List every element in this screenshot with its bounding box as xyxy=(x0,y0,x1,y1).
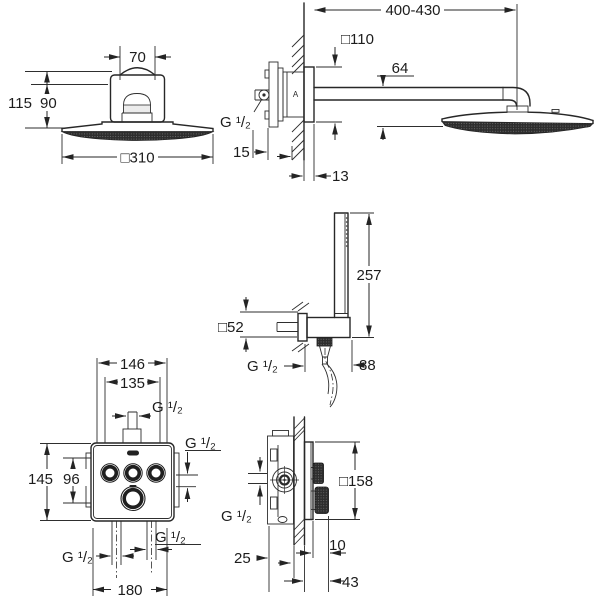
shower-arm xyxy=(313,86,531,113)
dim-88: 88 xyxy=(351,340,376,374)
dim-110: □110 xyxy=(316,31,374,140)
ceiling-mount xyxy=(109,67,166,123)
trim-plate-edge xyxy=(303,441,329,521)
dim-label-310: □310 xyxy=(120,150,154,167)
valve-marking-label: A xyxy=(293,90,299,99)
dim-label-180: 180 xyxy=(117,582,142,599)
hose-connector xyxy=(316,337,338,408)
wall-holder xyxy=(276,301,351,353)
dim-25: 25 xyxy=(234,550,291,567)
thread-label: G ¹/₂ xyxy=(155,529,186,546)
dim-label-plate-110: □110 xyxy=(341,31,374,48)
dim-label-64: 64 xyxy=(392,60,409,77)
dim-310: □310 xyxy=(61,134,214,167)
thread-callout-bottom-left: G ¹/₂ xyxy=(62,549,134,566)
thermostat-knob xyxy=(120,485,146,512)
view-trim-front: 146 135 G ¹/₂ G ¹/₂ 145 96 xyxy=(25,356,221,599)
dim-label-257: 257 xyxy=(356,267,381,284)
dim-180: 180 xyxy=(92,528,168,599)
dim-label-90: 90 xyxy=(40,95,57,112)
dim-115-90: 115 90 xyxy=(5,71,112,129)
dim-label-400-430: 400-430 xyxy=(385,2,440,19)
dim-400-430: 400-430 xyxy=(314,2,518,110)
thread-callout: G ¹/₂ xyxy=(247,344,306,375)
concealed-valve-body xyxy=(267,430,299,525)
trim-plate xyxy=(90,442,175,522)
spray-face xyxy=(60,131,215,141)
wall-section xyxy=(291,2,305,161)
dim-146: 146 xyxy=(96,356,168,443)
dim-64: 64 xyxy=(377,60,443,140)
dim-43: 43 xyxy=(284,574,359,591)
wall-section xyxy=(293,416,306,546)
dim-257: 257 xyxy=(350,212,388,338)
dim-70: 70 xyxy=(104,46,171,80)
dim-13: 13 xyxy=(289,124,349,185)
dim-label-70: 70 xyxy=(129,49,146,66)
thermostat-knob-edge xyxy=(314,486,329,514)
view-hand-shower: 257 □52 G ¹/₂ 88 xyxy=(218,212,388,408)
thread-callout-bottom-right: G ¹/₂ xyxy=(130,529,201,553)
view-trim-side: □158 G ¹/₂ 25 10 43 xyxy=(221,416,381,592)
dim-label-96: 96 xyxy=(63,471,80,488)
rough-in-silhouette xyxy=(85,411,180,578)
dim-label-146: 146 xyxy=(120,356,145,373)
cartridge-port xyxy=(270,466,299,494)
inlet-port xyxy=(258,89,270,101)
dim-52: □52 xyxy=(218,297,298,352)
logo-slot xyxy=(127,450,139,456)
thread-label: G ¹/₂ xyxy=(221,508,252,525)
thread-callout: G ¹/₂ xyxy=(221,457,267,525)
dim-label-158: □158 xyxy=(339,473,373,490)
thread-label: G ¹/₂ xyxy=(152,399,183,416)
thread-label: G ¹/₂ xyxy=(247,358,278,375)
dim-label-15: 15 xyxy=(233,144,250,161)
wall-union-flange: A xyxy=(254,61,315,128)
dim-label-135: 135 xyxy=(120,375,145,392)
upper-knob xyxy=(312,462,324,484)
head-shower-profile xyxy=(441,109,594,135)
dim-label-10: 10 xyxy=(329,537,346,554)
dim-15: 15 xyxy=(233,128,293,161)
dim-label-145: 145 xyxy=(28,471,53,488)
extension-lines xyxy=(268,516,329,592)
thread-label: G ¹/₂ xyxy=(185,435,216,452)
hand-shower-stick xyxy=(333,212,349,319)
spray-dots xyxy=(345,217,348,247)
spray-face xyxy=(441,121,594,135)
select-buttons xyxy=(100,463,166,483)
dim-145-96: 145 96 xyxy=(25,443,91,521)
dim-158: □158 xyxy=(315,441,381,520)
thread-callout-side: G ¹/₂ xyxy=(176,435,221,502)
dim-label-115: 115 xyxy=(8,95,32,112)
thread-callout: G ¹/₂ xyxy=(220,98,263,131)
thread-label: G ¹/₂ xyxy=(220,114,251,131)
shower-head-disc xyxy=(60,121,215,141)
dim-label-25: 25 xyxy=(234,550,251,567)
view-shower-arm-side: A 400-430 □110 xyxy=(220,2,594,185)
dim-label-52: □52 xyxy=(218,319,244,336)
thread-label: G ¹/₂ xyxy=(62,549,93,566)
dim-10: 10 xyxy=(296,537,346,556)
view-head-shower-side: 70 115 90 □310 xyxy=(5,46,215,167)
thread-callout-top: G ¹/₂ xyxy=(112,399,183,419)
dim-label-88: 88 xyxy=(359,357,376,374)
dim-135: 135 xyxy=(104,375,161,443)
dim-label-13: 13 xyxy=(332,168,349,185)
dim-label-43: 43 xyxy=(342,574,359,591)
